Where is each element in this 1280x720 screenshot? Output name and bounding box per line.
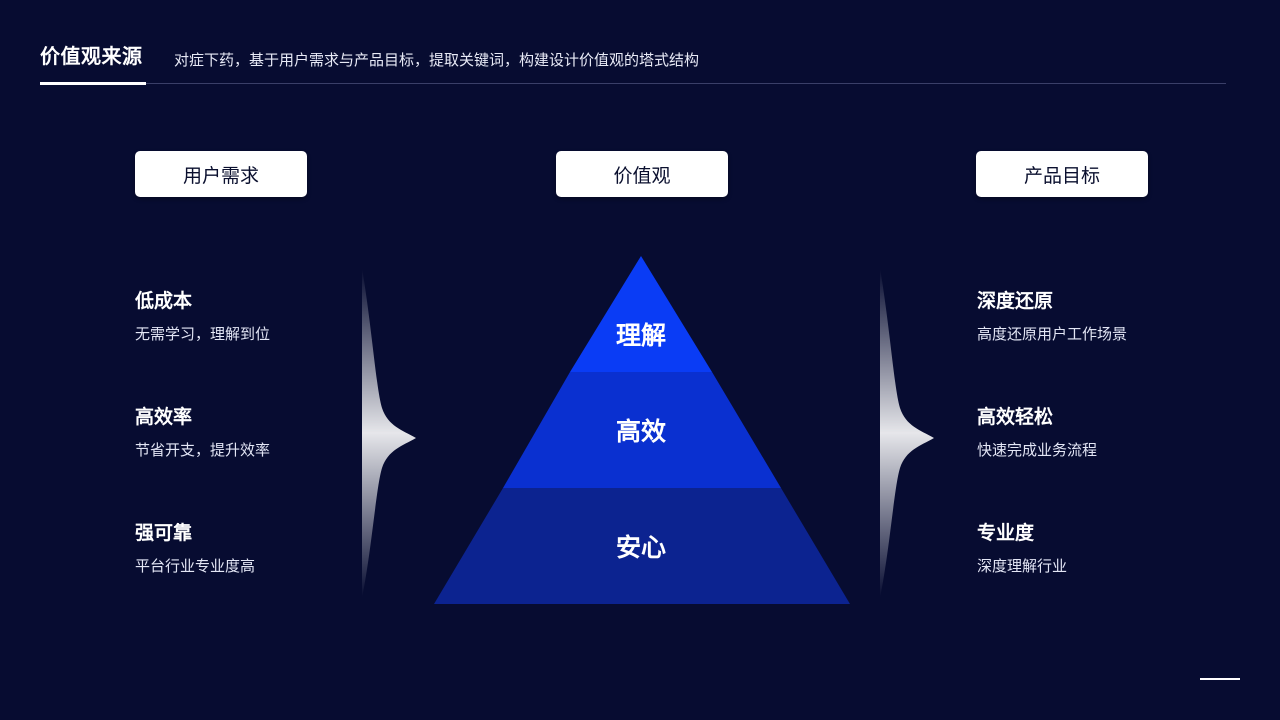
product-goal-item: 深度还原 高度还原用户工作场景 [977, 286, 1237, 344]
product-goal-desc: 高度还原用户工作场景 [977, 325, 1128, 343]
pyramid-tier-middle [503, 372, 781, 488]
right-bracket-shape [880, 268, 934, 598]
product-goal-item: 专业度 深度理解行业 [977, 518, 1237, 576]
user-need-desc: 节省开支，提升效率 [135, 441, 271, 459]
user-need-item: 强可靠 平台行业专业度高 [135, 518, 395, 576]
pyramid-label-bottom: 安心 [615, 533, 666, 562]
user-need-item: 高效率 节省开支，提升效率 [135, 402, 395, 460]
pyramid-label-top: 理解 [615, 321, 666, 350]
user-needs-header: 用户需求 [135, 151, 307, 197]
product-goal-desc: 快速完成业务流程 [977, 441, 1098, 459]
page-subtitle: 对症下药，基于用户需求与产品目标，提取关键词，构建设计价值观的塔式结构 [174, 51, 700, 69]
user-need-title: 高效率 [135, 406, 193, 428]
product-goal-title: 高效轻松 [977, 406, 1054, 428]
left-bracket-shape [362, 268, 416, 598]
title-underline [40, 82, 146, 85]
page-indicator-dash [1200, 678, 1240, 680]
values-header: 价值观 [556, 151, 728, 197]
header-divider [40, 83, 1226, 84]
product-goal-item: 高效轻松 快速完成业务流程 [977, 402, 1237, 460]
user-need-title: 低成本 [135, 290, 193, 312]
user-need-title: 强可靠 [135, 522, 193, 544]
product-goal-title: 专业度 [977, 522, 1035, 544]
product-goal-desc: 深度理解行业 [977, 557, 1068, 575]
product-goal-title: 深度还原 [977, 290, 1054, 312]
user-need-desc: 无需学习，理解到位 [135, 325, 271, 343]
user-need-desc: 平台行业专业度高 [135, 557, 256, 575]
user-need-item: 低成本 无需学习，理解到位 [135, 286, 395, 344]
product-goals-header: 产品目标 [976, 151, 1148, 197]
pyramid-tier-top [570, 256, 712, 372]
pyramid-label-middle: 高效 [615, 417, 666, 446]
pyramid-tier-bottom [434, 488, 850, 604]
page-title: 价值观来源 [40, 44, 143, 68]
